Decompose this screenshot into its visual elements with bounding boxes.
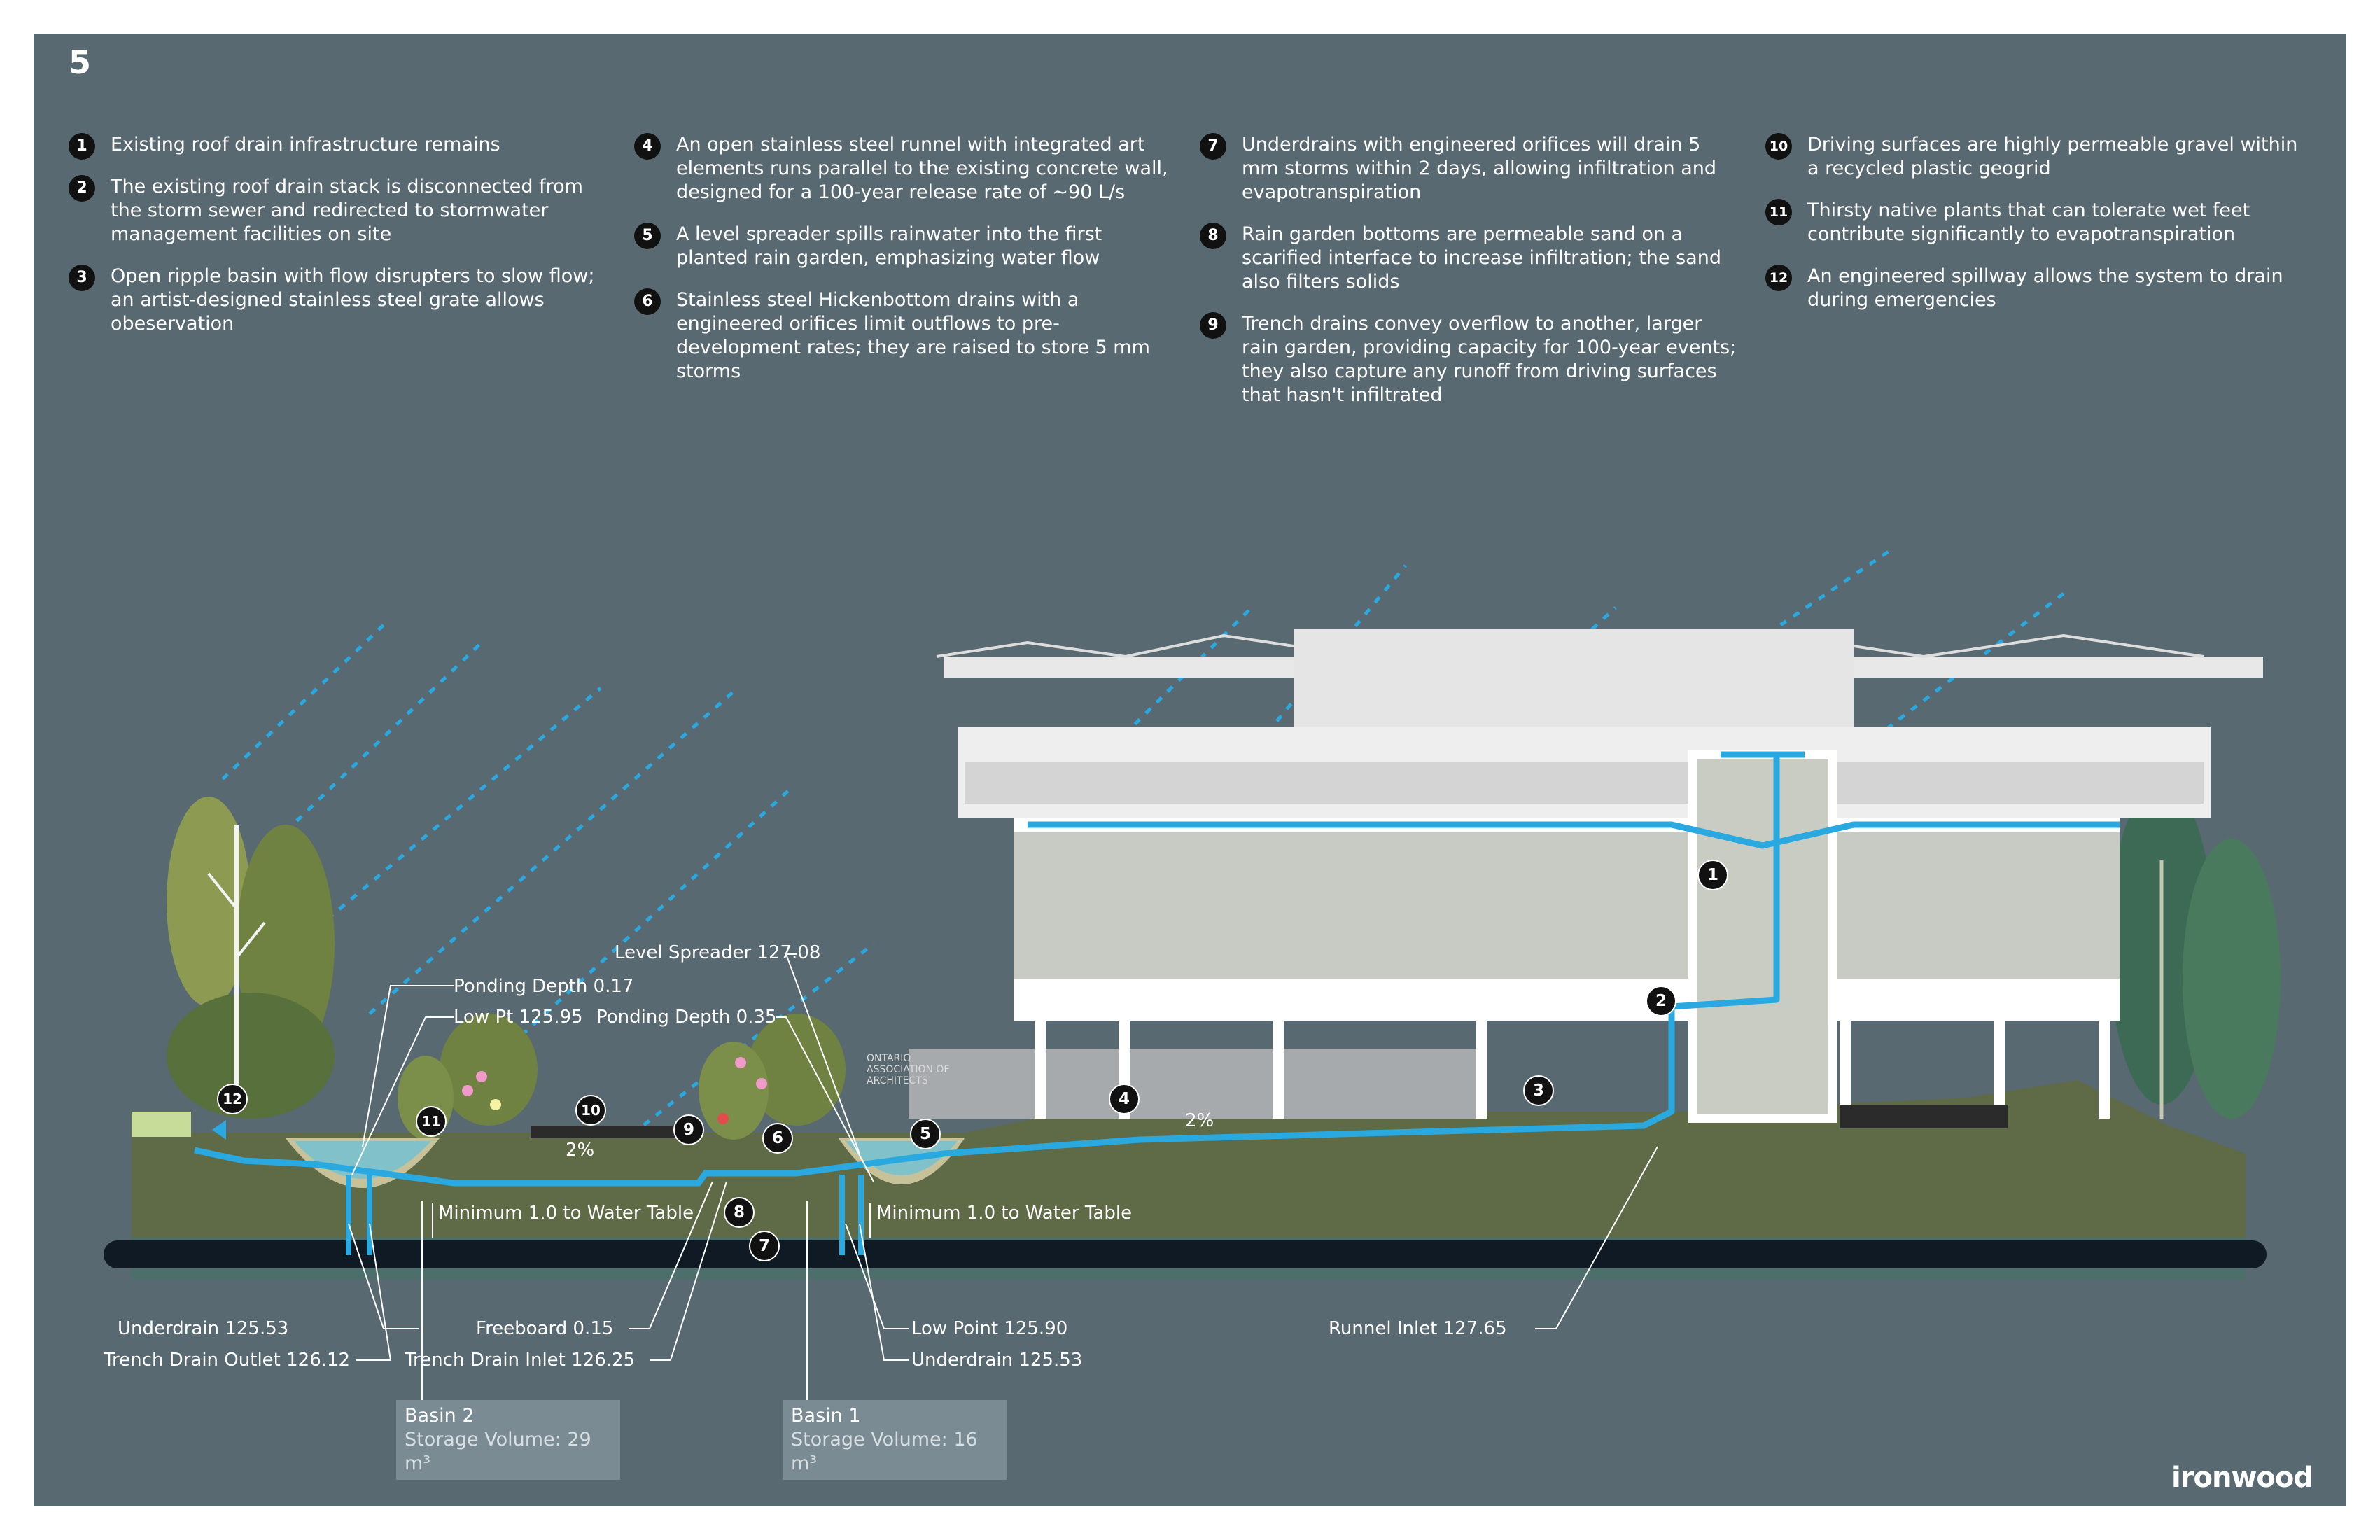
legend-text: Thirsty native plants that can tolerate … [1807, 200, 2250, 245]
water-table-label-1: Minimum 1.0 to Water Table [438, 1203, 694, 1224]
legend-badge: 2 [69, 175, 95, 202]
legend-item: 11 Thirsty native plants that can tolerat… [1765, 199, 2304, 246]
underdrain-right-label: Underdrain 125.53 [911, 1350, 1083, 1371]
slope-label: 2% [1185, 1110, 1214, 1131]
legend-badge: 7 [1200, 133, 1226, 160]
main-drain-pipe [104, 1240, 2267, 1268]
legend-text: Stainless steel Hickenbottom drains with… [676, 289, 1150, 382]
marker-6: 6 [762, 1123, 793, 1154]
water-table-label-2: Minimum 1.0 to Water Table [876, 1203, 1133, 1224]
basin-title: Basin 1 [791, 1405, 861, 1427]
spillway-arrow [212, 1120, 226, 1140]
marker-10: 10 [575, 1095, 606, 1126]
legend-text: Open ripple basin with flow disrupters t… [111, 265, 595, 335]
marker-8: 8 [724, 1197, 755, 1228]
panel-number: 5 [69, 43, 92, 81]
legend-badge: 5 [634, 223, 661, 249]
legend-text: Driving surfaces are highly permeable gr… [1807, 134, 2298, 179]
legend-item: 2 The existing roof drain stack is discon… [69, 175, 608, 246]
spillway [132, 1112, 191, 1137]
basin-volume: Storage Volume: 16 m³ [791, 1429, 978, 1474]
marker-9: 9 [673, 1114, 704, 1145]
legend-text: Trench drains convey overflow to another… [1242, 313, 1737, 406]
legend-badge: 9 [1200, 312, 1226, 339]
building [909, 629, 2263, 1128]
legend-column-4: 10 Driving surfaces are highly permeable … [1765, 133, 2304, 330]
legend-badge: 6 [634, 288, 661, 315]
legend-text: A level spreader spills rainwater into t… [676, 223, 1102, 269]
marker-11: 11 [416, 1106, 447, 1137]
legend-text: An engineered spillway allows the system… [1807, 265, 2283, 311]
gravel-drive [531, 1126, 699, 1138]
legend-column-2: 4 An open stainless steel runnel with int… [634, 133, 1173, 402]
legend-text: Existing roof drain infrastructure remai… [111, 134, 500, 155]
legend-text: Underdrains with engineered orifices wil… [1242, 134, 1717, 203]
marker-1: 1 [1698, 860, 1728, 890]
legend-item: 3 Open ripple basin with flow disrupters … [69, 265, 608, 336]
legend-text: An open stainless steel runnel with inte… [676, 134, 1168, 203]
legend-text: Rain garden bottoms are permeable sand o… [1242, 223, 1721, 293]
legend-item: 7 Underdrains with engineered orifices wi… [1200, 133, 1739, 204]
basin-2-water [294, 1141, 431, 1179]
drain-pipes [346, 1175, 864, 1255]
water-table-dimension-lines [432, 1203, 871, 1238]
section-diagram [104, 550, 2281, 1406]
marker-3: 3 [1523, 1075, 1554, 1106]
legend-item: 4 An open stainless steel runnel with int… [634, 133, 1173, 204]
marker-12: 12 [217, 1084, 248, 1114]
building-sign: ONTARIO ASSOCIATION OF ARCHITECTS [867, 1053, 950, 1086]
level-spreader-label: Level Spreader 127.08 [615, 942, 821, 963]
runnel-inlet-label: Runnel Inlet 127.65 [1329, 1318, 1507, 1339]
legend-badge: 4 [634, 133, 661, 160]
trench-drain-outlet-label: Trench Drain Outlet 126.12 [104, 1350, 351, 1371]
basin-2-info: Basin 2 Storage Volume: 29 m³ [396, 1400, 620, 1480]
legend-column-1: 1 Existing roof drain infrastructure rema… [69, 133, 608, 354]
legend-item: 9 Trench drains convey overflow to anothe… [1200, 312, 1739, 407]
leader-lines [348, 953, 1658, 1406]
marker-5: 5 [910, 1119, 941, 1149]
water-flow [194, 751, 2120, 1186]
legend-item: 5 A level spreader spills rainwater into … [634, 223, 1173, 270]
ponding-depth-label-2: Ponding Depth 0.35 [596, 1007, 777, 1028]
trees [167, 783, 2281, 1126]
legend-column-3: 7 Underdrains with engineered orifices wi… [1200, 133, 1739, 426]
diagram-panel: 5 1 Existing roof drain infrastructure re… [34, 34, 2346, 1506]
legend-badge: 8 [1200, 223, 1226, 249]
trench-drain-inlet-label: Trench Drain Inlet 126.25 [405, 1350, 636, 1371]
marker-2: 2 [1646, 986, 1676, 1016]
legend-badge: 11 [1765, 199, 1792, 225]
legend-badge: 10 [1765, 133, 1792, 160]
legend-item: 10 Driving surfaces are highly permeable … [1765, 133, 2304, 181]
brand-logo: ironwood [2171, 1462, 2314, 1494]
legend-badge: 1 [69, 133, 95, 160]
basin-title: Basin 2 [405, 1405, 475, 1427]
low-point-label: Low Pt 125.95 [454, 1007, 583, 1028]
basin-volume: Storage Volume: 29 m³ [405, 1429, 592, 1474]
underdrain-left-label: Underdrain 125.53 [118, 1318, 289, 1339]
freeboard-label: Freeboard 0.15 [476, 1318, 614, 1339]
legend-item: 6 Stainless steel Hickenbottom drains wit… [634, 288, 1173, 384]
legend-item: 12 An engineered spillway allows the syst… [1765, 265, 2304, 312]
slope-label: 2% [566, 1140, 595, 1161]
marker-4: 4 [1109, 1084, 1140, 1114]
legend-text: The existing roof drain stack is disconn… [111, 176, 583, 245]
basin-1-info: Basin 1 Storage Volume: 16 m³ [783, 1400, 1007, 1480]
legend-item: 1 Existing roof drain infrastructure rema… [69, 133, 608, 160]
marker-7: 7 [749, 1231, 780, 1261]
ponding-depth-label-1: Ponding Depth 0.17 [454, 976, 634, 997]
legend-badge: 3 [69, 265, 95, 291]
legend-badge: 12 [1765, 265, 1792, 291]
legend-item: 8 Rain garden bottoms are permeable sand … [1200, 223, 1739, 294]
low-point-right-label: Low Point 125.90 [911, 1318, 1068, 1339]
